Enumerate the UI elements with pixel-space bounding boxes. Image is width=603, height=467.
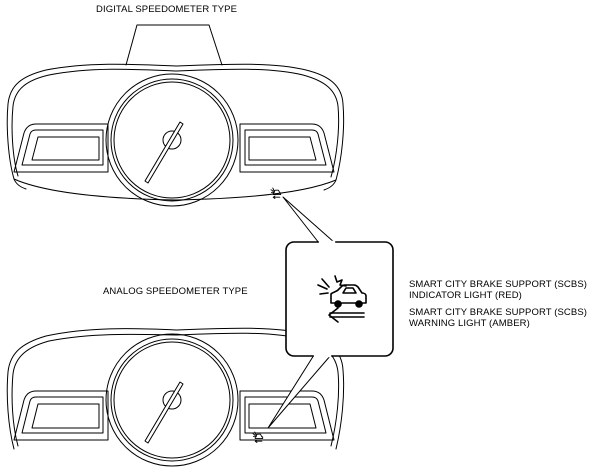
digital-speedometer-title: DIGITAL SPEEDOMETER TYPE xyxy=(96,4,238,15)
callout-pointer-top xyxy=(282,196,336,244)
digital-left-window xyxy=(13,123,109,173)
digital-scbs-lamp-icon xyxy=(270,187,282,199)
digital-right-window xyxy=(239,123,335,173)
indicator-label-line2: INDICATOR LIGHT (RED) xyxy=(409,290,522,301)
scbs-callout-box xyxy=(267,196,394,429)
indicator-label-line1: SMART CITY BRAKE SUPPORT (SCBS) xyxy=(409,279,588,290)
digital-needle xyxy=(144,121,184,184)
scbs-indicator-callout: SMART CITY BRAKE SUPPORT (SCBS) INDICATO… xyxy=(409,279,587,301)
digital-instrument-cluster xyxy=(6,24,345,207)
analog-needle-hub xyxy=(162,390,182,410)
callout-frame xyxy=(285,241,394,357)
warning-label-line2: WARNING LIGHT (AMBER) xyxy=(409,318,530,329)
digital-display-pod xyxy=(125,24,223,66)
digital-speedometer-gauge xyxy=(105,73,239,207)
scbs-icon xyxy=(317,275,367,323)
digital-needle-hub xyxy=(162,130,182,150)
analog-cluster-housing xyxy=(6,327,345,450)
analog-speedometer-title: ANALOG SPEEDOMETER TYPE xyxy=(103,286,248,297)
analog-right-window xyxy=(239,390,335,441)
analog-speedometer-gauge xyxy=(105,333,239,467)
analog-instrument-cluster xyxy=(6,327,345,467)
analog-needle xyxy=(144,381,184,444)
analog-left-window xyxy=(13,390,109,441)
warning-label-line1: SMART CITY BRAKE SUPPORT (SCBS) xyxy=(409,307,588,318)
scbs-warning-callout: SMART CITY BRAKE SUPPORT (SCBS) WARNING … xyxy=(409,307,587,329)
analog-scbs-lamp-icon xyxy=(252,431,264,443)
